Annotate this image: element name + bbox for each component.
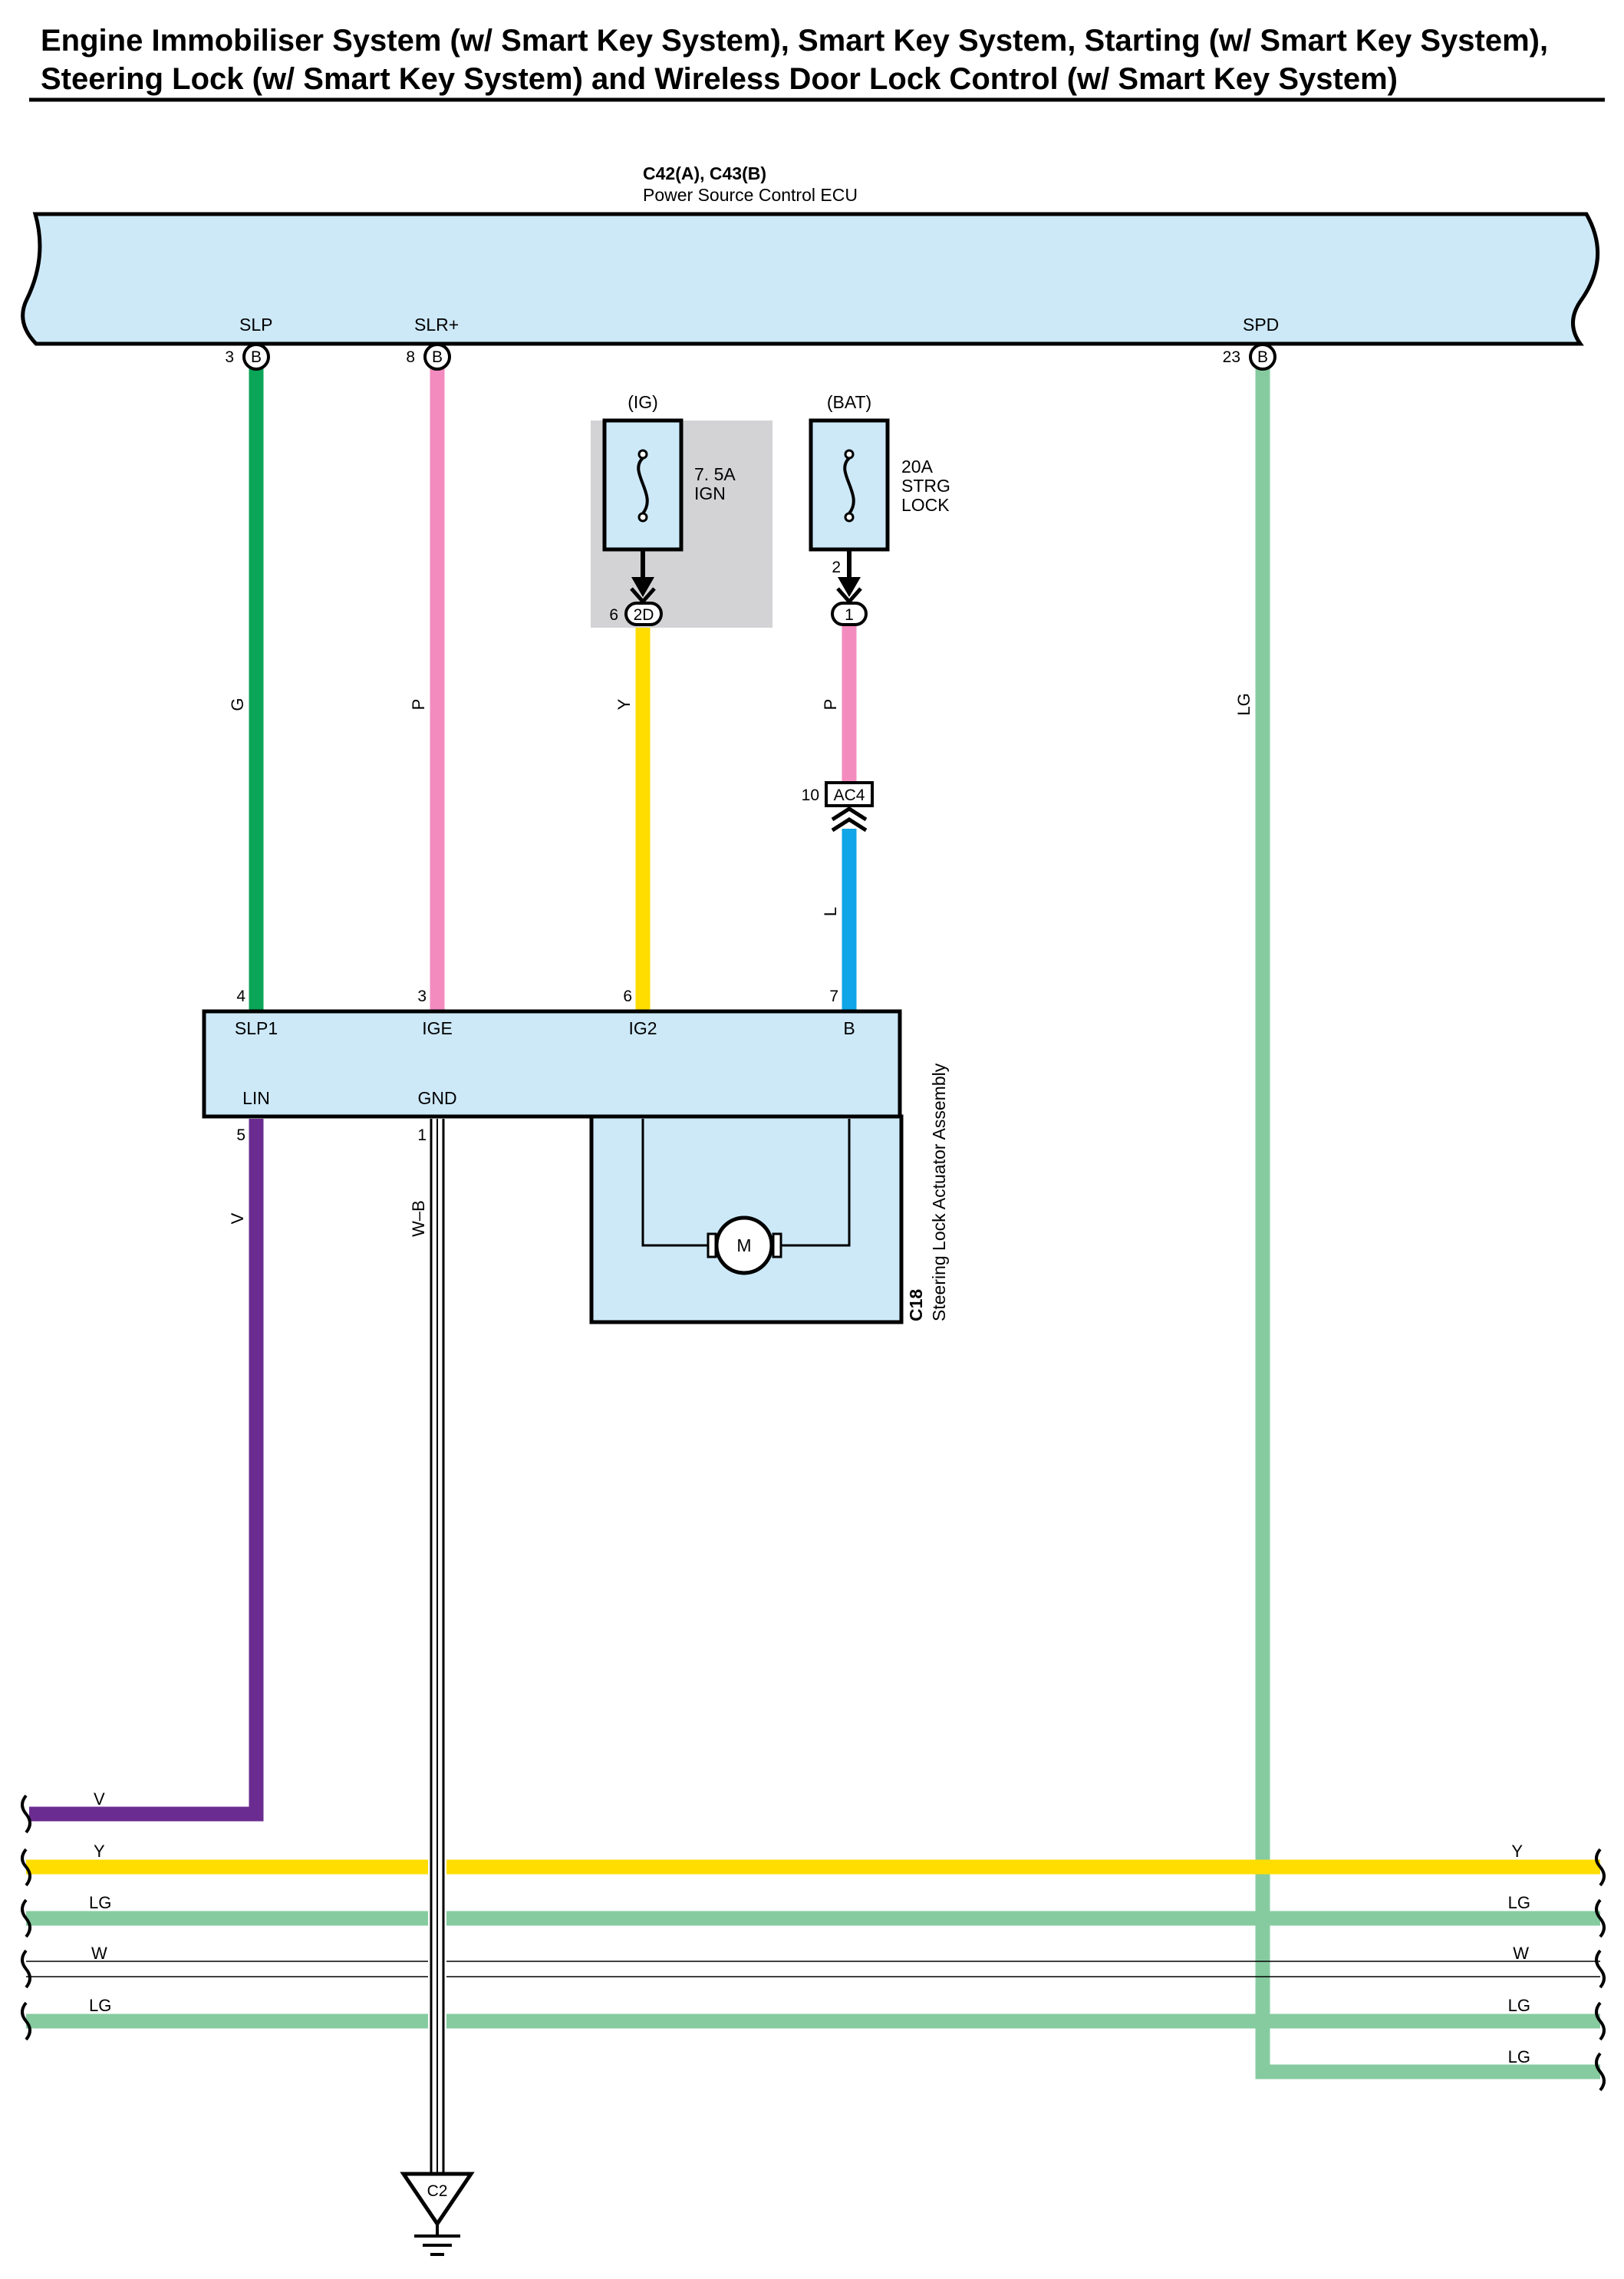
fuse-ig-icon <box>637 449 649 523</box>
actuator-box <box>202 1009 902 1119</box>
wire-label-slr: P <box>409 699 428 711</box>
actuator-terminal-b: B <box>843 1018 855 1038</box>
fuse-bat-pin-top: 2 <box>832 559 841 576</box>
ecu-pin-slr: 8 <box>406 348 415 366</box>
junction-connector <box>825 781 874 807</box>
actuator-pin-lin: 5 <box>236 1126 245 1144</box>
actuator-terminal-ige: IGE <box>422 1018 453 1038</box>
fuse-bat-rating: 20A <box>901 457 934 477</box>
ecu-connector-slr: B <box>423 343 451 371</box>
ground-code: C2 <box>427 2182 448 2200</box>
bus-label-left-4: LG <box>89 1996 111 2015</box>
ecu-pin-slp: 3 <box>225 348 234 366</box>
actuator-terminal-lin: LIN <box>242 1088 270 1108</box>
fuse-bat-name1: STRG <box>901 476 950 496</box>
wire-label-gnd: W–B <box>409 1200 428 1237</box>
fuse-bat-icon <box>843 449 855 523</box>
bus-label-left-3: W <box>91 1944 107 1963</box>
junction-chevrons <box>831 806 868 833</box>
actuator-pin-slp1: 4 <box>236 988 245 1005</box>
ground-triangle <box>400 2172 475 2228</box>
ecu-connector-slp-letter: B <box>251 348 262 366</box>
actuator-pin-ig2: 6 <box>623 988 632 1005</box>
motor-icon <box>714 1215 774 1275</box>
motor-label: M <box>736 1235 751 1255</box>
fuse-bat-connector-label: 1 <box>845 606 854 624</box>
bus-label-right-3: LG <box>1508 1996 1530 2015</box>
wire-label-lin: V <box>228 1212 247 1224</box>
wire-label-ig: Y <box>614 698 634 710</box>
ecu-connector-spd: B <box>1249 343 1276 371</box>
ecu-connector-spd-letter: B <box>1257 348 1268 366</box>
actuator-name: Steering Lock Actuator Assembly <box>929 1063 949 1321</box>
page-title-line2: Steering Lock (w/ Smart Key System) and … <box>41 62 1398 96</box>
wire-label-slp: G <box>228 698 247 711</box>
actuator-terminal-gnd: GND <box>417 1088 456 1108</box>
wire-label-bat-lower: L <box>821 907 840 916</box>
ecu-terminal-slr: SLR+ <box>414 315 459 335</box>
wire-lin-violet <box>29 1119 264 1822</box>
ecu-terminal-spd: SPD <box>1243 315 1279 335</box>
ecu-pin-spd: 23 <box>1223 348 1240 366</box>
fuse-ig-connector-label: 2D <box>634 606 654 624</box>
ecu-connector-slr-letter: B <box>432 348 443 366</box>
ecu-name: Power Source Control ECU <box>643 185 858 205</box>
actuator-terminal-slp1: SLP1 <box>235 1018 278 1038</box>
bus-label-left-2: LG <box>89 1893 111 1912</box>
fuse-ig-source: (IG) <box>628 392 658 412</box>
actuator-pin-gnd: 1 <box>417 1126 427 1144</box>
bus-label-right-0: Y <box>1511 1842 1523 1861</box>
junction-connector-label: AC4 <box>834 787 865 804</box>
actuator-pin-b: 7 <box>829 988 838 1005</box>
wire-spd-lightgreen <box>1255 364 1600 2079</box>
bus-left-break <box>21 1794 31 2041</box>
ecu-code: C42(A), C43(B) <box>643 163 766 183</box>
fuse-bat-connector <box>831 602 868 626</box>
bus-label-right-2: W <box>1513 1944 1529 1963</box>
bus-label-right-4: LG <box>1508 2047 1530 2066</box>
ground-icon <box>414 2224 460 2256</box>
fuse-ig-connector <box>624 602 663 626</box>
bus-wire-white <box>26 1961 1600 1977</box>
actuator-pin-ige: 3 <box>417 988 427 1005</box>
actuator-code: C18 <box>906 1289 926 1321</box>
wire-label-bat-upper: P <box>821 699 840 711</box>
fuse-ig-rating: 7. 5A <box>694 464 736 484</box>
ecu-box <box>21 212 1600 346</box>
fuse-bat-source: (BAT) <box>827 392 871 412</box>
fuse-ig-pin: 6 <box>609 606 618 624</box>
fuse-bat-arrow <box>836 549 862 605</box>
actuator-terminal-ig2: IG2 <box>628 1018 657 1038</box>
junction-pin: 10 <box>802 787 819 804</box>
ecu-terminal-slp: SLP <box>239 315 272 335</box>
fuse-bat-name2: LOCK <box>901 495 950 515</box>
bus-right-break <box>1595 1848 1606 2092</box>
wire-label-spd: LG <box>1234 693 1253 715</box>
bus-label-right-1: LG <box>1508 1893 1530 1912</box>
bus-label-left-1: Y <box>94 1842 105 1861</box>
page-title-line1: Engine Immobiliser System (w/ Smart Key … <box>41 24 1548 58</box>
fuse-ig-name: IGN <box>694 483 726 503</box>
ecu-connector-slp: B <box>242 343 270 371</box>
wire-gnd-white-black <box>428 1119 446 2174</box>
bus-label-left-0: V <box>94 1789 105 1809</box>
